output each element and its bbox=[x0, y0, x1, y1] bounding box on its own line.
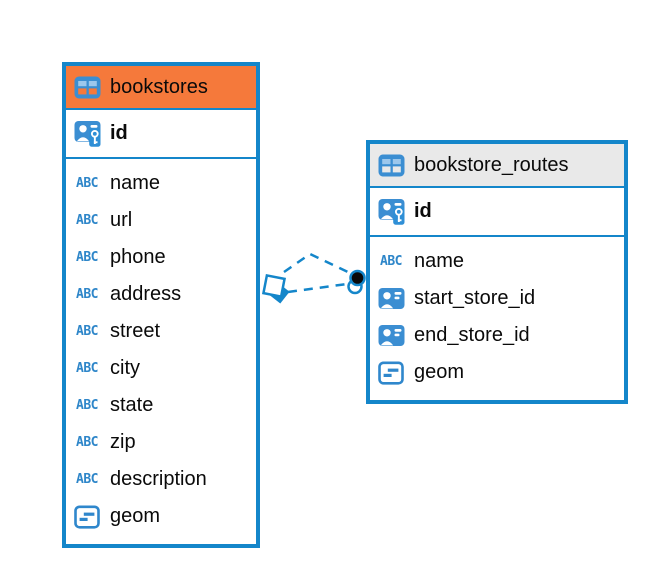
column-name: city bbox=[110, 357, 140, 379]
column-name: description bbox=[110, 468, 207, 490]
geometry-type-icon bbox=[377, 359, 405, 387]
column-name: state bbox=[110, 394, 154, 416]
primary-key-row[interactable]: id bbox=[370, 188, 624, 237]
column-name: zip bbox=[110, 431, 136, 453]
column-row[interactable]: ABC name bbox=[370, 243, 624, 280]
column-name: geom bbox=[414, 361, 465, 383]
column-name: end_store_id bbox=[414, 324, 530, 346]
column-row[interactable]: ABC name bbox=[66, 165, 256, 202]
relationship-lines[interactable] bbox=[283, 252, 351, 294]
primary-key-icon bbox=[73, 120, 101, 148]
text-type-icon: ABC bbox=[76, 472, 98, 487]
column-name: url bbox=[110, 209, 133, 231]
table-title: bookstores bbox=[110, 75, 208, 98]
foreign-key-icon bbox=[377, 322, 405, 350]
table-icon bbox=[73, 73, 101, 101]
column-row[interactable]: ABC state bbox=[66, 387, 256, 424]
foreign-key-icon bbox=[377, 285, 405, 313]
column-name: geom bbox=[110, 505, 161, 527]
primary-key-icon bbox=[377, 198, 405, 226]
primary-key-row[interactable]: id bbox=[66, 110, 256, 159]
text-type-icon: ABC bbox=[76, 176, 98, 191]
text-type-icon: ABC bbox=[76, 398, 98, 413]
column-row[interactable]: ABC street bbox=[66, 313, 256, 350]
column-row[interactable]: start_store_id bbox=[370, 280, 624, 317]
column-name: name bbox=[414, 250, 465, 272]
column-row[interactable]: geom bbox=[370, 354, 624, 391]
column-row[interactable]: ABC url bbox=[66, 202, 256, 239]
column-name: phone bbox=[110, 246, 166, 268]
relationship-endpoint-circle[interactable] bbox=[347, 269, 366, 295]
column-row[interactable]: ABC address bbox=[66, 276, 256, 313]
column-name: start_store_id bbox=[414, 287, 536, 309]
column-row[interactable]: geom bbox=[66, 498, 256, 535]
column-name: street bbox=[110, 320, 161, 342]
column-row[interactable]: ABC description bbox=[66, 461, 256, 498]
column-name: address bbox=[110, 283, 182, 305]
column-list: ABC name ABC url ABC phone ABC address A… bbox=[66, 159, 256, 544]
text-type-icon: ABC bbox=[76, 250, 98, 265]
column-name: name bbox=[110, 172, 161, 194]
relationship-line-lower[interactable] bbox=[287, 282, 348, 294]
table-header[interactable]: bookstore_routes bbox=[370, 144, 624, 188]
entity-table-bookstores[interactable]: bookstores id ABC name ABC url ABC phone… bbox=[62, 62, 260, 548]
table-header[interactable]: bookstores bbox=[66, 66, 256, 110]
text-type-icon: ABC bbox=[76, 361, 98, 376]
text-type-icon: ABC bbox=[76, 435, 98, 450]
column-row[interactable]: ABC city bbox=[66, 350, 256, 387]
table-icon bbox=[377, 151, 405, 179]
geometry-type-icon bbox=[73, 503, 101, 531]
column-row[interactable]: ABC zip bbox=[66, 424, 256, 461]
column-row[interactable]: end_store_id bbox=[370, 317, 624, 354]
relationship-line-upper[interactable] bbox=[283, 252, 351, 275]
column-name: id bbox=[110, 122, 128, 144]
column-list: ABC name start_store_id end_store_id geo… bbox=[370, 237, 624, 400]
text-type-icon: ABC bbox=[76, 213, 98, 228]
entity-table-bookstore-routes[interactable]: bookstore_routes id ABC name start_store… bbox=[366, 140, 628, 404]
text-type-icon: ABC bbox=[76, 324, 98, 339]
text-type-icon: ABC bbox=[76, 287, 98, 302]
column-name: id bbox=[414, 200, 432, 222]
relationship-endpoint-squares[interactable] bbox=[261, 273, 290, 304]
text-type-icon: ABC bbox=[380, 254, 402, 269]
table-title: bookstore_routes bbox=[414, 153, 569, 176]
column-row[interactable]: ABC phone bbox=[66, 239, 256, 276]
